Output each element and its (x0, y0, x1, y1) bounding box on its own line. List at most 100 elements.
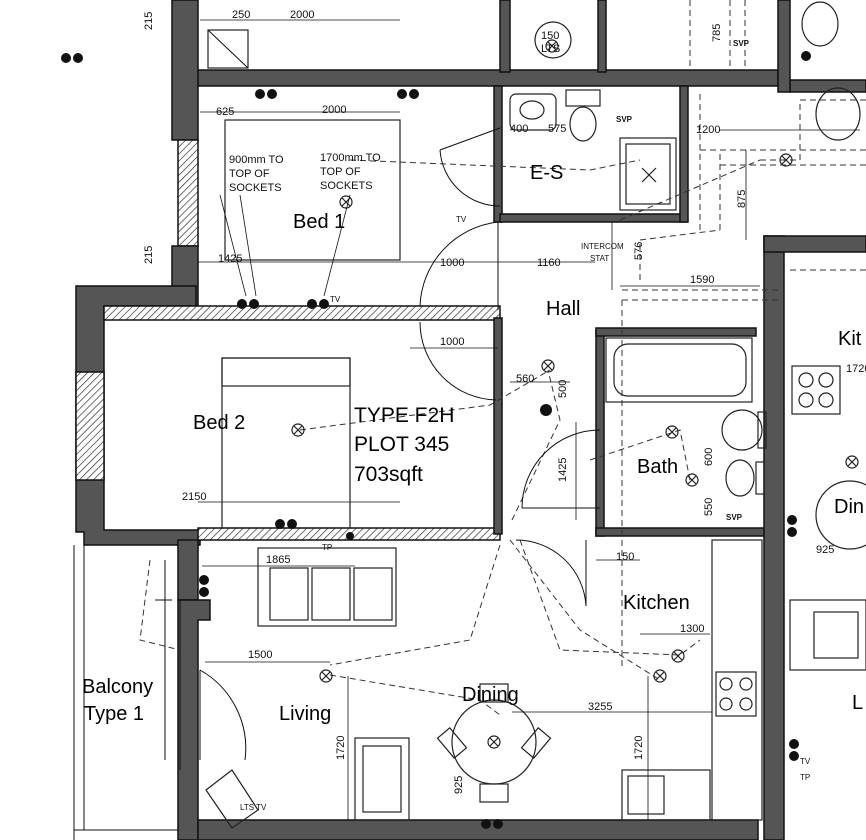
room-label-kit-partial: Kit (838, 328, 862, 350)
kitchen-sink (621, 769, 711, 821)
wall-bottom (197, 819, 759, 840)
note-sockets-900-line3: SOCKETS (229, 182, 282, 194)
dim-1720-living: 1720 (335, 736, 347, 760)
ensuite-wc (565, 89, 601, 107)
room-label-balcony-line2: Type 1 (84, 703, 144, 725)
dimension-lines (198, 19, 860, 820)
walls (73, 0, 866, 840)
room-label-bath: Bath (637, 456, 678, 478)
dim-1500: 1500 (248, 649, 272, 661)
kitchen-worktop (711, 539, 763, 821)
note-sockets-900-line2: TOP OF (229, 168, 270, 180)
ensuite-basin (509, 93, 557, 131)
dim-1200: 1200 (696, 124, 720, 136)
room-label-balcony-line1: Balcony (82, 676, 153, 698)
wall-bed2-right (493, 317, 503, 535)
dim-215-mid: 215 (143, 246, 155, 264)
wall-bath-top (595, 327, 757, 337)
bath-basin (721, 409, 763, 451)
note-sockets-1700-line1: 1700mm TO (320, 152, 381, 164)
plot-area: 703sqft (354, 463, 423, 486)
dim-2150: 2150 (182, 491, 206, 503)
wall-top-right-stub (597, 0, 607, 73)
notes: 900mm TO TOP OF SOCKETS 1700mm TO TOP OF… (229, 30, 624, 263)
bed1-bed (224, 119, 401, 261)
dim-1425-hall: 1425 (557, 458, 569, 482)
wall-right-riser-top (763, 235, 866, 253)
wall-bed2-window (75, 371, 105, 481)
tv-label-right: TV (800, 757, 811, 766)
dim-250: 250 (232, 9, 250, 21)
dim-1425-bed1: 1425 (218, 253, 242, 265)
room-labels: Bed 1 Bed 2 E-S Hall Bath Kitchen Living… (82, 162, 864, 725)
dim-400: 400 (510, 123, 528, 135)
svp-label-ensuite: SVP (616, 115, 633, 124)
dimension-labels: 250 2000 215 785 625 2000 400 575 1200 8… (143, 9, 866, 794)
dim-1590: 1590 (690, 274, 714, 286)
ensuite-shower (619, 137, 677, 211)
wall-left-upper (171, 0, 199, 141)
bath-wc (725, 459, 755, 497)
neighbour-hob (791, 365, 841, 415)
living-sofa (257, 547, 397, 627)
dim-785: 785 (711, 24, 723, 42)
sockets (61, 51, 811, 829)
dim-550: 550 (703, 498, 715, 516)
note-stat: STAT (590, 254, 609, 263)
note-sockets-900-line1: 900mm TO (229, 154, 284, 166)
dim-500: 500 (557, 380, 569, 398)
room-label-l-partial: L (852, 692, 863, 714)
lts-tv-label: LTS TV (240, 803, 267, 812)
bed2-bed (221, 357, 351, 529)
note-leaders (219, 194, 351, 297)
dim-1160: 1160 (537, 257, 561, 269)
note-lts-line1: 150 (541, 30, 559, 42)
bath-tub (605, 337, 753, 403)
wall-ensuite-bottom (499, 213, 687, 223)
dim-1000-b: 1000 (440, 336, 464, 348)
wall-top-left-stub (499, 0, 511, 73)
balcony-outline (73, 545, 178, 840)
dim-1865: 1865 (266, 554, 290, 566)
wall-top-right-vert (777, 0, 791, 93)
note-lts-line2: LTS (541, 43, 560, 55)
dim-215-top: 215 (143, 12, 155, 30)
tp-label-living: TP (322, 543, 332, 552)
dim-3255: 3255 (588, 701, 612, 713)
dim-1720-kitchen: 1720 (633, 736, 645, 760)
room-label-bed2: Bed 2 (193, 412, 245, 434)
living-armchair (205, 769, 259, 829)
dim-575: 575 (548, 123, 566, 135)
room-label-kitchen: Kitchen (623, 592, 690, 614)
room-label-hall: Hall (546, 298, 580, 320)
wall-bed1-bed2 (103, 305, 501, 321)
dim-2000-bed1: 2000 (322, 104, 346, 116)
dim-1720-right: 1720 (846, 363, 866, 375)
note-sockets-1700-line2: TOP OF (320, 166, 361, 178)
plot-info: TYPE F2H PLOT 345 703sqft (354, 404, 454, 486)
wall-bath-left (595, 329, 605, 537)
doors (155, 127, 601, 770)
dim-875: 875 (736, 190, 748, 208)
dim-625: 625 (216, 106, 234, 118)
wall-top (177, 69, 779, 87)
wall-bed1-ensuite (493, 85, 503, 223)
room-label-ensuite: E-S (530, 162, 563, 184)
dim-1300: 1300 (680, 623, 704, 635)
neighbour-dining-table (815, 480, 866, 550)
fixtures (205, 1, 866, 829)
plot-number: PLOT 345 (354, 433, 449, 456)
plot-type: TYPE F2H (354, 404, 454, 427)
dim-600: 600 (703, 448, 715, 466)
note-sockets-1700-line3: SOCKETS (320, 180, 373, 192)
dim-576: 576 (633, 242, 645, 260)
symbol-labels: SVP SVP SVP TV TV TP LTS TV TV TP (240, 39, 811, 812)
wall-living-upper-left (177, 539, 199, 601)
svp-label-top: SVP (733, 39, 750, 48)
dining-table (436, 683, 552, 803)
tv-label-bed2: TV (330, 295, 341, 304)
note-intercom: INTERCOM (581, 242, 624, 251)
wall-left-bed1 (177, 139, 199, 247)
dim-560: 560 (516, 373, 534, 385)
